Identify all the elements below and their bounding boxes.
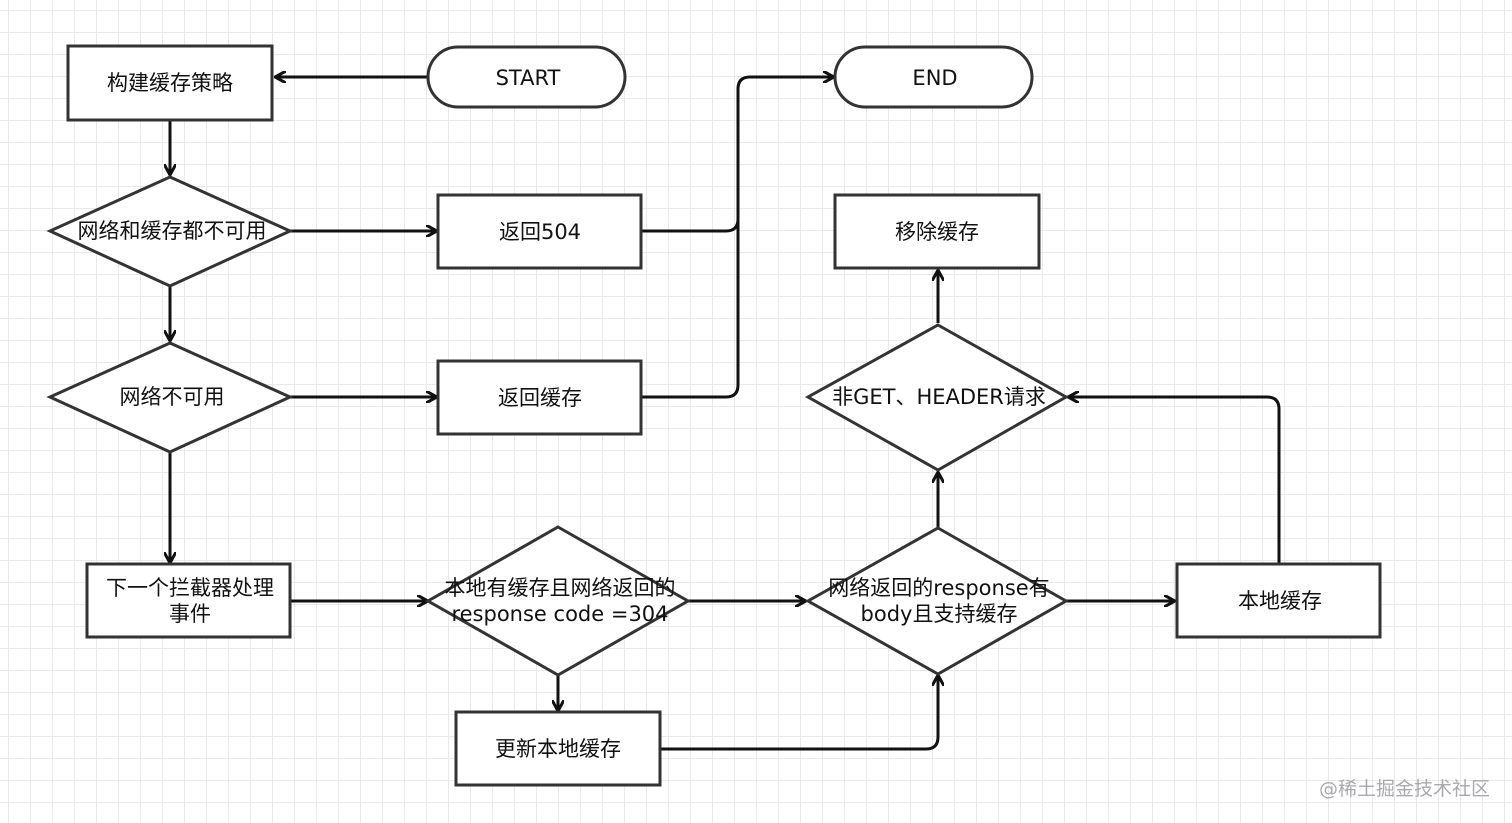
node-net-cache-unavailable-label: 网络和缓存都不可用 [78,219,267,243]
node-remove-cache: 移除缓存 [833,193,1041,270]
node-start: START [426,45,627,109]
node-net-unavailable: 网络不可用 [46,341,294,454]
node-local-304: 本地有缓存且网络返回的 response code =304 [424,525,692,677]
node-remove-cache-label: 移除缓存 [895,220,979,244]
node-local-cache: 本地缓存 [1175,562,1382,639]
node-return-504: 返回504 [436,193,643,270]
node-has-body-label-line1: 网络返回的response有 [828,576,1049,600]
node-start-label: START [496,66,561,90]
node-next-interceptor: 下一个拦截器处理 事件 [85,562,292,639]
edge-return-cache-to-end [642,220,740,399]
node-net-cache-unavailable: 网络和缓存都不可用 [46,175,294,288]
node-end-label: END [912,66,957,90]
node-next-interceptor-label-line2: 事件 [169,602,211,626]
node-has-body-label-line2: body且支持缓存 [861,602,1018,626]
node-build-strategy-label: 构建缓存策略 [107,71,233,95]
node-update-local-cache-label: 更新本地缓存 [495,737,621,761]
node-net-unavailable-label: 网络不可用 [120,385,225,409]
node-local-cache-label: 本地缓存 [1238,589,1322,613]
node-update-local-cache: 更新本地缓存 [454,710,662,787]
edge-local-cache-to-non-get [1069,397,1281,563]
watermark: @稀土掘金技术社区 [1318,778,1490,800]
edges [170,77,1281,751]
node-return-504-label: 返回504 [499,220,581,244]
node-has-body: 网络返回的response有 body且支持缓存 [804,526,1070,676]
node-end: END [833,45,1034,109]
edge-update-to-has-body [661,676,938,751]
node-build-strategy: 构建缓存策略 [66,44,274,122]
node-local-304-label-line1: 本地有缓存且网络返回的 [445,576,676,600]
node-local-304-label-line2: response code =304 [451,602,668,626]
node-return-cache-label: 返回缓存 [498,386,582,410]
node-return-cache: 返回缓存 [436,359,643,436]
node-next-interceptor-label-line1: 下一个拦截器处理 [106,576,274,600]
node-non-get-header: 非GET、HEADER请求 [804,323,1070,472]
edge-504-to-end [642,77,833,233]
node-non-get-header-label: 非GET、HEADER请求 [832,385,1046,409]
